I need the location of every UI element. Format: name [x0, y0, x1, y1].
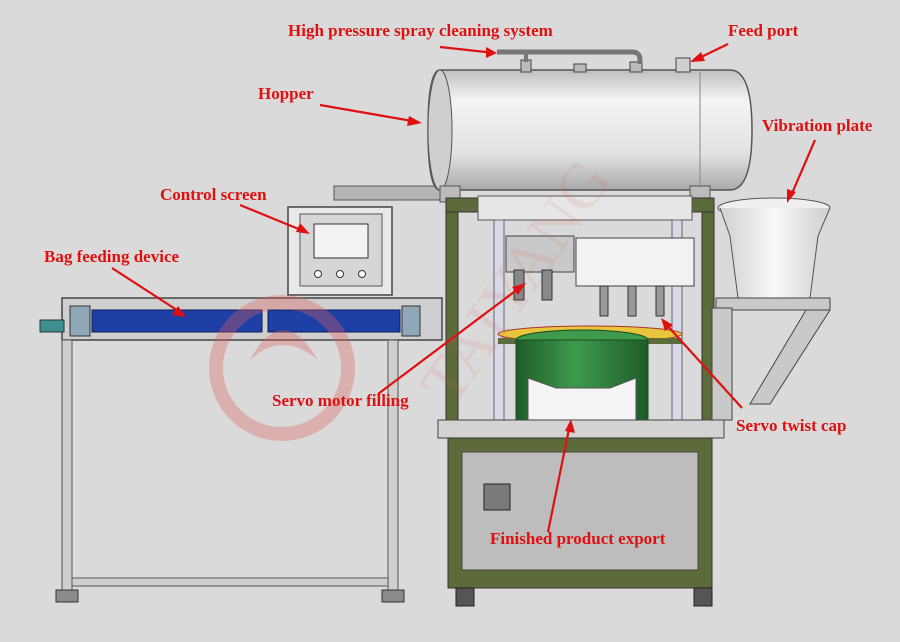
- servo-twist-cap-label: Servo twist cap: [736, 416, 847, 435]
- servo-motor-filling-label: Servo motor filling: [272, 391, 409, 410]
- hopper-label: Hopper: [258, 84, 314, 103]
- bag-feeding-conveyor: [39, 297, 443, 603]
- feed-port-label: Feed port: [728, 21, 799, 40]
- leader-arrows: [111, 43, 817, 533]
- spray-cleaning-label: High pressure spray cleaning system: [288, 21, 553, 40]
- bag-feeding-label: Bag feeding device: [44, 247, 180, 266]
- vibration-plate-label: Vibration plate: [762, 116, 873, 135]
- control-screen-label: Control screen: [160, 185, 267, 204]
- finished-product-export-label: Finished product export: [490, 529, 666, 548]
- machine-frame: [437, 195, 725, 607]
- vibration-plate: [711, 197, 831, 421]
- hopper-tank: [427, 49, 753, 203]
- control-screen: [287, 185, 445, 296]
